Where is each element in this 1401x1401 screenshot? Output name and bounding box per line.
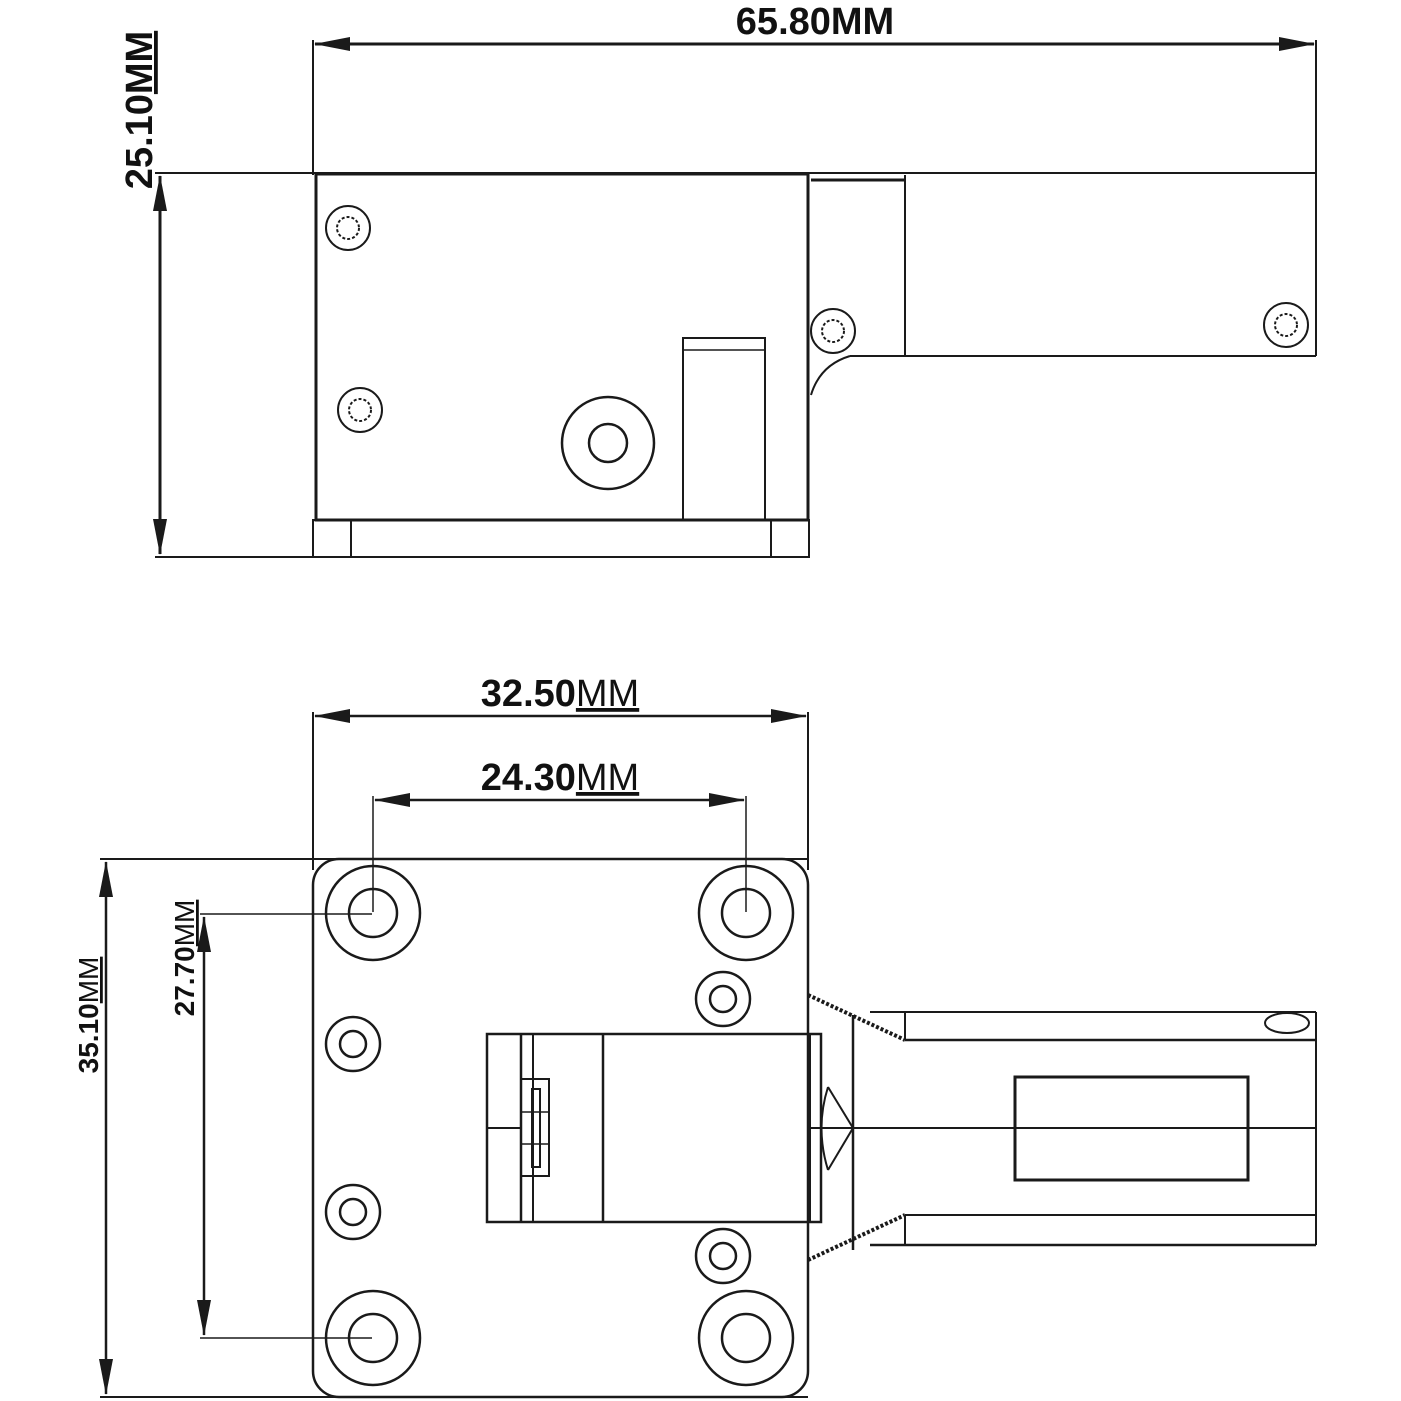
mounting-plate (311, 857, 810, 1399)
screw-icon (324, 1183, 382, 1241)
screw-icon (337, 387, 383, 433)
dimension-hole-spacing-horizontal: 24.30MM (372, 757, 747, 912)
mounting-hole-icon (324, 1289, 422, 1387)
dimension-hole-spacing-vertical: 27.70MM (169, 900, 372, 1339)
dimension-height: 25.10MM (119, 31, 318, 558)
dimension-plate-width: 32.50MM (312, 673, 809, 870)
side-body (312, 172, 1317, 558)
pivot-bolt-icon (560, 395, 656, 491)
mounting-hole-icon (324, 864, 422, 962)
servo-body (485, 1032, 823, 1224)
screw-icon (324, 1015, 382, 1073)
screw-icon (694, 970, 752, 1028)
screw-icon (694, 1227, 752, 1285)
dimension-label-35-10: 35.10MM (73, 957, 104, 1074)
side-view: 65.80MM 25.10MM (119, 1, 1317, 558)
screw-icon (1263, 302, 1309, 348)
screw-icon (810, 308, 856, 354)
mounting-hole-icon (697, 1289, 795, 1387)
mounting-hole-icon (697, 864, 795, 962)
gear-arm (807, 993, 1317, 1262)
dimension-overall-length: 65.80MM (312, 1, 1317, 175)
dimension-label-27-70: 27.70MM (169, 900, 200, 1017)
dimension-label-25-10: 25.10MM (119, 31, 161, 189)
dimension-label-24-30: 24.30MM (481, 757, 639, 799)
dimension-label-32-50: 32.50MM (481, 673, 639, 715)
top-view: 32.50MM 24.30MM 35.10MM (73, 673, 1317, 1399)
dimension-label-65-80: 65.80MM (736, 1, 894, 43)
screw-icon (325, 205, 371, 251)
